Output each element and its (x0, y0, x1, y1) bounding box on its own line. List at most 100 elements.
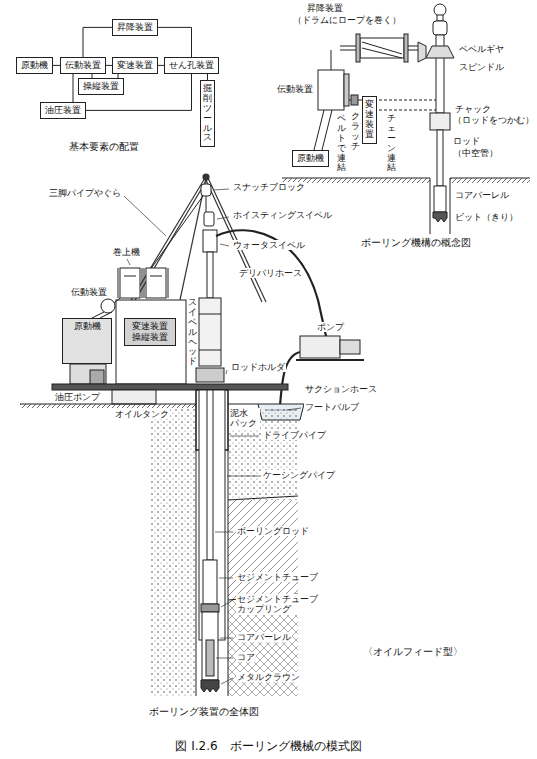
box-text: 変速装置 (129, 321, 171, 332)
box-text: 伝動装置 (65, 60, 101, 71)
figure-caption: 図 I.2.6 ボーリング機械の模式図 (0, 738, 537, 755)
concept-drawing (362, 42, 402, 54)
ground (20, 404, 330, 696)
part-label: ポンプ (316, 322, 345, 332)
part-label: ビット（きり） (454, 212, 519, 222)
concept-drawing (430, 178, 431, 234)
concept-drawing (450, 178, 451, 234)
hoisting-gear (201, 184, 211, 196)
hoisting-gear (150, 196, 203, 270)
part-label: チャック (454, 104, 492, 114)
borehole (207, 390, 213, 560)
tripod-derrick (180, 178, 206, 300)
borehole (199, 390, 225, 640)
box-text: 変速装置 (117, 60, 153, 71)
drilling-machine (150, 276, 162, 277)
ground (228, 500, 298, 600)
delivery-hose (216, 230, 326, 406)
drilling-machine (116, 300, 186, 384)
box-text: 操縦装置 (129, 332, 171, 343)
concept-drawing (404, 34, 408, 62)
hoisting-gear (204, 212, 214, 226)
part-label: 三脚パイプやぐら (48, 188, 122, 198)
box-text: 昇降装置 (117, 22, 153, 33)
sub-caption: ボーリング装置の全体図 (148, 706, 260, 718)
part-label: チェーン連結 (386, 114, 397, 173)
drilling-machine (144, 268, 145, 298)
drilling-machine (340, 340, 360, 354)
leader-line (230, 436, 259, 437)
connector-line (83, 27, 112, 57)
hoisting-gear (199, 314, 221, 315)
concept-drawing (437, 130, 443, 186)
leader-line (217, 217, 229, 219)
element-box: 原動機 (62, 318, 112, 364)
box-text: 変速装置 (365, 100, 374, 140)
part-label: メタルクラウン (236, 672, 301, 682)
element-box: 原動機 (16, 57, 53, 74)
concept-drawing (318, 70, 344, 110)
element-box: 原動機 (292, 150, 329, 167)
part-label: ロッドホルダ (230, 362, 286, 372)
concept-drawing (331, 50, 332, 70)
ground (228, 408, 298, 500)
drilling-machine (124, 276, 136, 277)
box-text: 油圧装置 (45, 105, 81, 116)
borehole (196, 390, 228, 696)
borehole (228, 450, 229, 696)
vertical-box: 変速装置 (362, 96, 377, 144)
ground (228, 404, 258, 405)
part-label: セジメントチューブ (236, 572, 319, 582)
part-label: （ドラムにロープを巻く） (292, 15, 402, 25)
part-label: セジメントチューブ カップリング (236, 594, 322, 615)
part-label: スナッチブロック (232, 182, 306, 192)
concept-drawing (430, 113, 450, 130)
vertical-box: 掘削ツールス (200, 80, 215, 147)
sub-caption: 〈オイルフィード型〉 (362, 646, 464, 658)
element-box: 油圧装置 (40, 102, 86, 119)
part-label: コアバーレル (236, 632, 292, 642)
borehole (196, 450, 197, 696)
part-label: コア (236, 652, 256, 662)
part-label: スイベルヘッド (187, 298, 198, 367)
part-label: 泥水 パック (229, 408, 260, 429)
element-box: 変速装置操縦装置 (124, 318, 176, 346)
drilling-machine (114, 298, 120, 303)
concept-drawing (433, 212, 447, 222)
concept-drawing (360, 38, 404, 58)
drilling-machine (52, 384, 288, 390)
part-label: 伝動装置 (276, 84, 314, 94)
concept-drawing (434, 186, 446, 212)
part-label: ベルトで連結 (336, 114, 347, 173)
box-text: 掘削ツールス (203, 84, 212, 143)
drilling-machine (101, 299, 115, 313)
concept-drawing (356, 34, 360, 62)
drilling-machine (70, 364, 106, 384)
part-label: スピンドル (458, 62, 505, 72)
concept-drawing (437, 15, 443, 21)
box-text: せん孔装置 (169, 60, 214, 71)
sub-caption: ボーリング機構の概念図 (360, 238, 472, 249)
concept-drawing (426, 46, 454, 58)
part-label: 巻上機 (112, 247, 141, 257)
hoisting-gear (207, 252, 213, 298)
leader-line (214, 189, 229, 190)
drilling-machine (90, 370, 104, 384)
drilling-machine (146, 268, 166, 298)
ground (150, 408, 196, 696)
leader-line (221, 600, 233, 607)
concept-drawing (434, 4, 446, 16)
part-label: ウォータスイベル (232, 240, 306, 250)
concept-drawing (314, 110, 324, 150)
element-box: 伝動装置 (60, 57, 106, 74)
borehole (203, 560, 217, 604)
concept-drawing (450, 178, 530, 183)
concept-drawing (322, 110, 332, 150)
connector-line (158, 27, 192, 57)
part-label: コアバーレル (454, 190, 510, 200)
part-label: ボーリングロッド (236, 526, 310, 536)
part-label: ホイスティングスイベル (232, 210, 333, 220)
part-label: フートバルブ (304, 402, 360, 412)
borehole (202, 612, 218, 680)
